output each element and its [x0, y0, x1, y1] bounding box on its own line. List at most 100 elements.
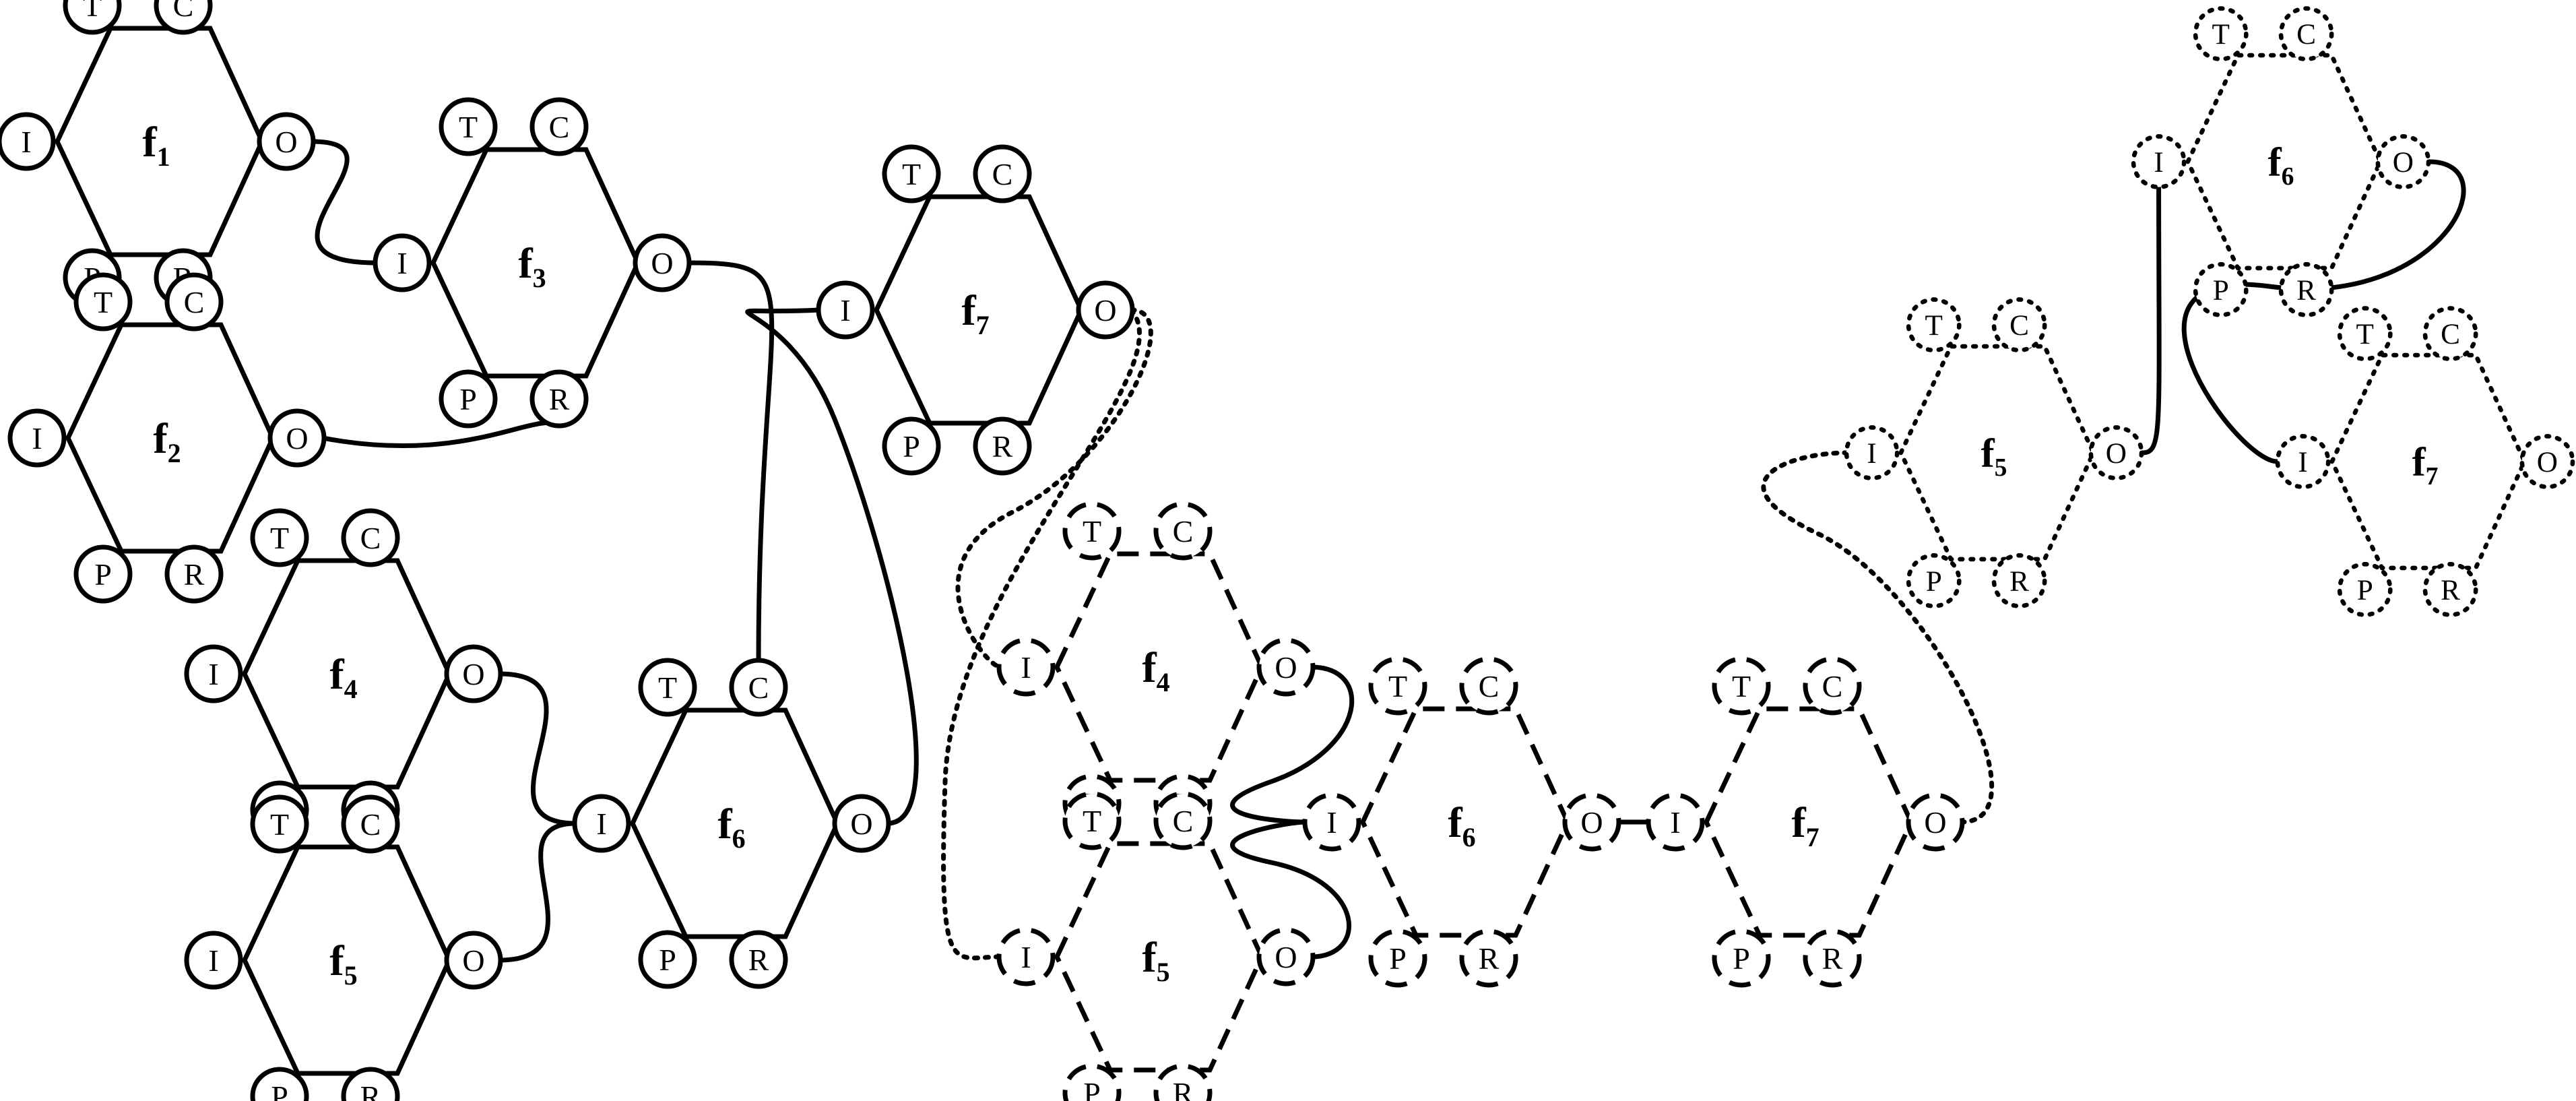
- port-circle: [2088, 425, 2144, 480]
- port-o: O: [633, 233, 692, 292]
- node-label: f7: [1791, 798, 1819, 852]
- connection-g2-f5-O-to-g2-f6-I: [1230, 819, 1351, 960]
- connection-g1-f7-O-to-g2-f4-I: [955, 307, 1153, 670]
- port-circle: [996, 927, 1056, 986]
- node-label-sub: 2: [168, 438, 181, 468]
- port-letter: C: [2441, 318, 2460, 350]
- port-circle: [7, 408, 67, 468]
- port-p: P: [882, 416, 941, 476]
- port-r: R: [1459, 929, 1518, 988]
- port-circle: [250, 508, 309, 567]
- port-p: P: [73, 544, 133, 604]
- port-t: T: [73, 272, 133, 332]
- port-letter: C: [1173, 514, 1194, 548]
- port-letter: C: [184, 285, 205, 319]
- node-label: f2: [153, 414, 181, 468]
- node-label-sub: 4: [1157, 667, 1170, 697]
- port-p: P: [1368, 929, 1427, 988]
- port-c: C: [341, 794, 400, 854]
- port-circle: [529, 369, 589, 429]
- port-circle: [729, 658, 788, 717]
- port-c: C: [973, 144, 1032, 203]
- port-t: T: [1062, 501, 1122, 561]
- port-letter: C: [992, 157, 1013, 191]
- port-p: P: [250, 1067, 309, 1101]
- connection-g2-f7-O-to-g3-f5-I: [1761, 450, 1994, 825]
- port-letter: T: [1083, 804, 1101, 838]
- port-letter: R: [2441, 574, 2460, 606]
- port-c: C: [2278, 6, 2334, 62]
- port-letter: P: [1926, 565, 1942, 598]
- port-circle: [341, 508, 400, 567]
- port-i: I: [1844, 425, 1900, 480]
- port-circle: [0, 112, 56, 171]
- port-letter: R: [992, 429, 1013, 464]
- node-label-name: f: [2268, 140, 2282, 185]
- port-t: T: [250, 508, 309, 567]
- port-i: I: [1302, 792, 1361, 852]
- port-letter: C: [360, 521, 381, 555]
- node-label-sub: 7: [1806, 822, 1820, 852]
- port-i: I: [7, 408, 67, 468]
- port-circle: [1906, 792, 1965, 852]
- connection-g1-f4-O-to-g1-f6-I: [496, 671, 579, 826]
- port-t: T: [1906, 297, 1962, 353]
- port-c: C: [154, 0, 213, 35]
- port-circle: [2193, 261, 2249, 317]
- node-label-name: f: [142, 118, 157, 166]
- port-circle: [1459, 929, 1518, 988]
- node-label-name: f: [1448, 798, 1462, 846]
- port-letter: O: [1275, 940, 1297, 974]
- port-letter: I: [1326, 805, 1337, 840]
- port-letter: R: [2009, 565, 2029, 598]
- connection-g2-f4-O-to-g2-f6-I: [1230, 664, 1355, 825]
- port-i: I: [373, 233, 432, 292]
- port-circle: [2131, 134, 2187, 189]
- port-letter: I: [1670, 805, 1680, 840]
- port-r: R: [1991, 553, 2047, 608]
- port-o: O: [2375, 134, 2431, 189]
- port-letter: P: [94, 557, 112, 592]
- port-letter: O: [275, 125, 297, 159]
- node-label: f7: [2412, 440, 2439, 491]
- connection-g1-f6-O-to-g1-f7-I: [745, 307, 919, 826]
- port-letter: I: [397, 246, 407, 280]
- port-i: I: [816, 280, 875, 340]
- node-label-name: f: [1981, 431, 1995, 476]
- port-o: O: [1256, 927, 1316, 986]
- port-t: T: [439, 97, 498, 156]
- port-letter: P: [2213, 274, 2229, 307]
- port-circle: [816, 280, 875, 340]
- port-t: T: [2193, 6, 2249, 62]
- node-label: f4: [329, 650, 357, 704]
- node-label: f3: [518, 239, 546, 293]
- port-o: O: [1562, 792, 1621, 852]
- port-circle: [1459, 656, 1518, 716]
- port-letter: P: [271, 1079, 288, 1101]
- port-circle: [341, 1067, 400, 1101]
- port-circle: [73, 544, 133, 604]
- port-letter: C: [748, 670, 769, 705]
- port-circle: [1991, 297, 2047, 353]
- port-r: R: [2278, 261, 2334, 317]
- port-circle: [444, 931, 503, 990]
- port-p: P: [1906, 553, 1962, 608]
- port-circle: [257, 112, 316, 171]
- port-circle: [1562, 792, 1621, 852]
- port-c: C: [2422, 306, 2478, 362]
- port-circle: [250, 794, 309, 854]
- port-c: C: [529, 97, 589, 156]
- connection-g1-f7-O-to-g2-f5-I: [941, 307, 1142, 961]
- port-o: O: [1076, 280, 1135, 340]
- port-letter: C: [1822, 669, 1843, 703]
- connection-g1-f2-O-to-g1-f3-R: [320, 420, 562, 449]
- node-label-sub: 6: [732, 823, 746, 854]
- node-label: f6: [717, 800, 745, 854]
- port-i: I: [996, 927, 1056, 986]
- port-circle: [1062, 1063, 1122, 1101]
- port-r: R: [973, 416, 1032, 476]
- port-p: P: [1712, 929, 1771, 988]
